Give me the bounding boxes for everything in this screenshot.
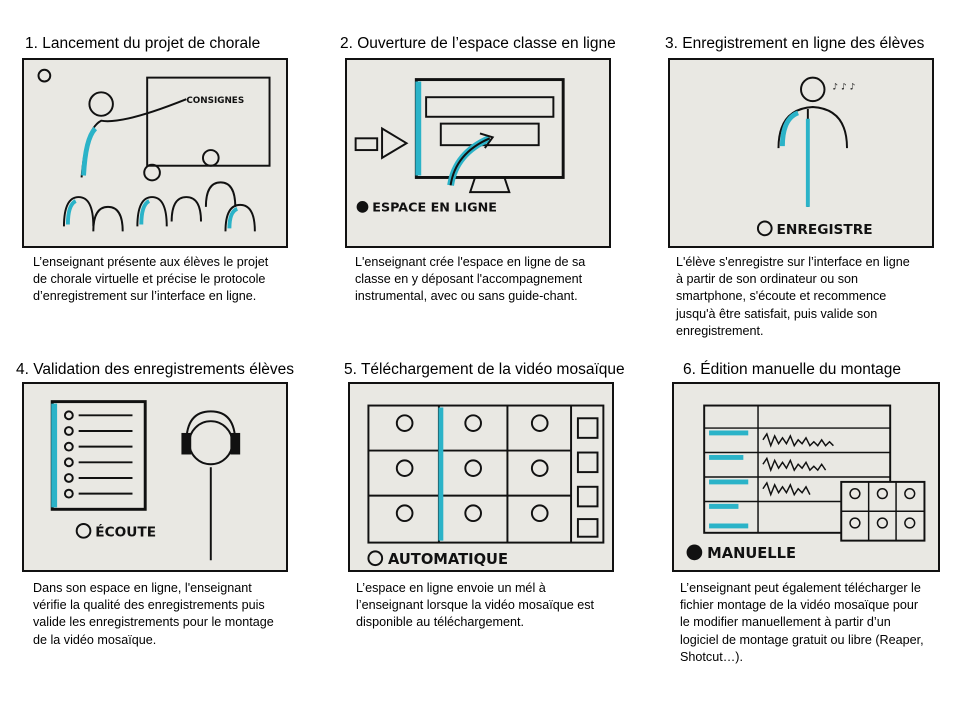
svg-text:♪ ♪ ♪: ♪ ♪ ♪ bbox=[832, 82, 855, 92]
manuelle-label: MANUELLE bbox=[707, 545, 796, 562]
step-6-sketch: MANUELLE bbox=[672, 382, 940, 572]
step-1-caption: L’enseignant présente aux élèves le proj… bbox=[33, 255, 269, 304]
step-3-title: 3. Enregistrement en ligne des élèves bbox=[665, 35, 925, 52]
step-5-sketch: AUTOMATIQUE bbox=[348, 382, 614, 572]
step-4-caption: Dans son espace en ligne, l'enseignant v… bbox=[33, 581, 274, 647]
step-2-sketch: ESPACE EN LIGNE bbox=[345, 58, 611, 248]
step-2-title: 2. Ouverture de l’espace classe en ligne bbox=[340, 35, 616, 52]
step-6-caption: L’enseignant peut également télécharger … bbox=[680, 581, 924, 664]
enregistre-label: ENREGISTRE bbox=[777, 222, 873, 238]
espace-en-ligne-label: ESPACE EN LIGNE bbox=[372, 200, 497, 215]
step-2-caption: L'enseignant crée l'espace en ligne de s… bbox=[355, 255, 586, 304]
automatique-label: AUTOMATIQUE bbox=[388, 551, 508, 568]
step-4-sketch: ÉCOUTE bbox=[22, 382, 288, 572]
step-6-title: 6. Édition manuelle du montage bbox=[683, 361, 902, 378]
step-3-sketch: ♪ ♪ ♪ ENREGISTRE bbox=[668, 58, 934, 248]
step-1-title: 1. Lancement du projet de chorale bbox=[25, 35, 261, 52]
step-3-caption: L'élève s'enregistre sur l’interface en … bbox=[676, 255, 910, 338]
step-4-title: 4. Validation des enregistrements élèves bbox=[16, 361, 295, 378]
step-5-title: 5. Téléchargement de la vidéo mosaïque bbox=[344, 361, 625, 378]
step-1-sketch: CONSIGNES bbox=[22, 58, 288, 248]
ecoute-label: ÉCOUTE bbox=[95, 524, 156, 541]
step-5-caption: L’espace en ligne envoie un mél à l’ense… bbox=[356, 581, 595, 630]
consignes-label: CONSIGNES bbox=[186, 96, 244, 106]
